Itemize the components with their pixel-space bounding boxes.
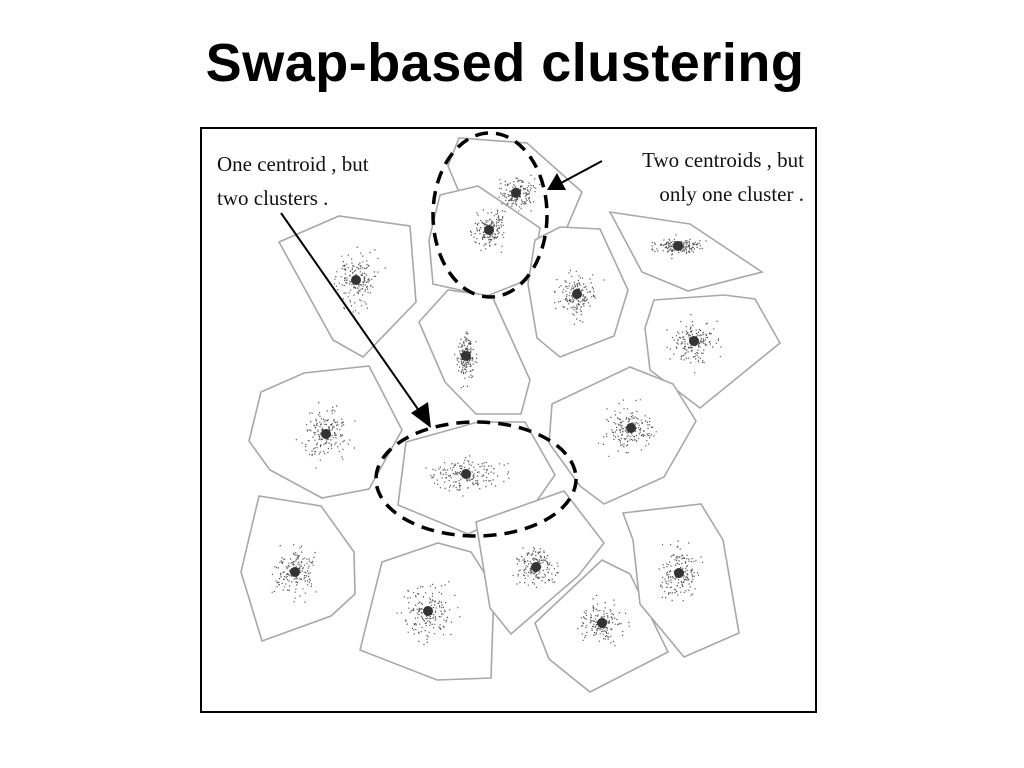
centroid [290, 567, 300, 577]
centroid [674, 568, 684, 578]
cluster-points [666, 314, 722, 374]
centroids [290, 188, 699, 628]
annotation-right-line2: only one cluster . [659, 182, 804, 206]
annotation-two-centroids: Two centroids , but only one cluster . [596, 143, 804, 211]
data-points [498, 174, 541, 213]
annotation-right-line1: Two centroids , but [642, 148, 804, 172]
cluster-region [644, 294, 782, 410]
data-points [333, 246, 386, 317]
arrows [280, 160, 603, 428]
cluster-region [621, 503, 740, 658]
cluster-points [469, 203, 506, 253]
cluster-region [608, 210, 764, 292]
centroid [689, 336, 699, 346]
cluster-points [333, 246, 386, 317]
centroid [673, 241, 683, 251]
slide-title: Swap-based clustering [205, 33, 805, 93]
cluster-points [498, 174, 541, 213]
centroid [511, 188, 521, 198]
cluster-region [548, 366, 697, 505]
data-points [469, 203, 506, 253]
highlight-two-centroids-one-cluster [431, 131, 549, 299]
data-points [271, 544, 317, 603]
centroid [461, 469, 471, 479]
centroid [531, 562, 541, 572]
cluster-points [597, 399, 657, 457]
arrow-left-head [411, 402, 431, 428]
data-points [512, 547, 559, 588]
centroid [626, 423, 636, 433]
cluster-points [396, 581, 461, 646]
cluster-region [428, 185, 541, 297]
data-points [597, 399, 657, 457]
annotation-one-centroid: One centroid , but two clusters . [217, 147, 369, 215]
centroid [572, 289, 582, 299]
centroid [321, 429, 331, 439]
data-points [396, 581, 461, 646]
annotation-left-line1: One centroid , but [217, 152, 369, 176]
centroid [484, 225, 494, 235]
centroid [461, 351, 471, 361]
centroid [351, 275, 361, 285]
cluster-regions [240, 137, 782, 693]
arrow-right-head [547, 173, 566, 190]
cluster-region [277, 215, 417, 359]
centroid [597, 618, 607, 628]
highlights [374, 131, 578, 538]
annotation-left-line2: two clusters . [217, 186, 329, 210]
cluster-points [271, 544, 317, 603]
cluster-region [418, 289, 531, 415]
highlight-one-centroid-two-clusters [374, 420, 578, 538]
arrow-left-line [280, 212, 423, 416]
cluster-points [512, 547, 559, 588]
centroid [423, 606, 433, 616]
arrow-right-line [560, 160, 603, 184]
data-points [666, 314, 722, 374]
